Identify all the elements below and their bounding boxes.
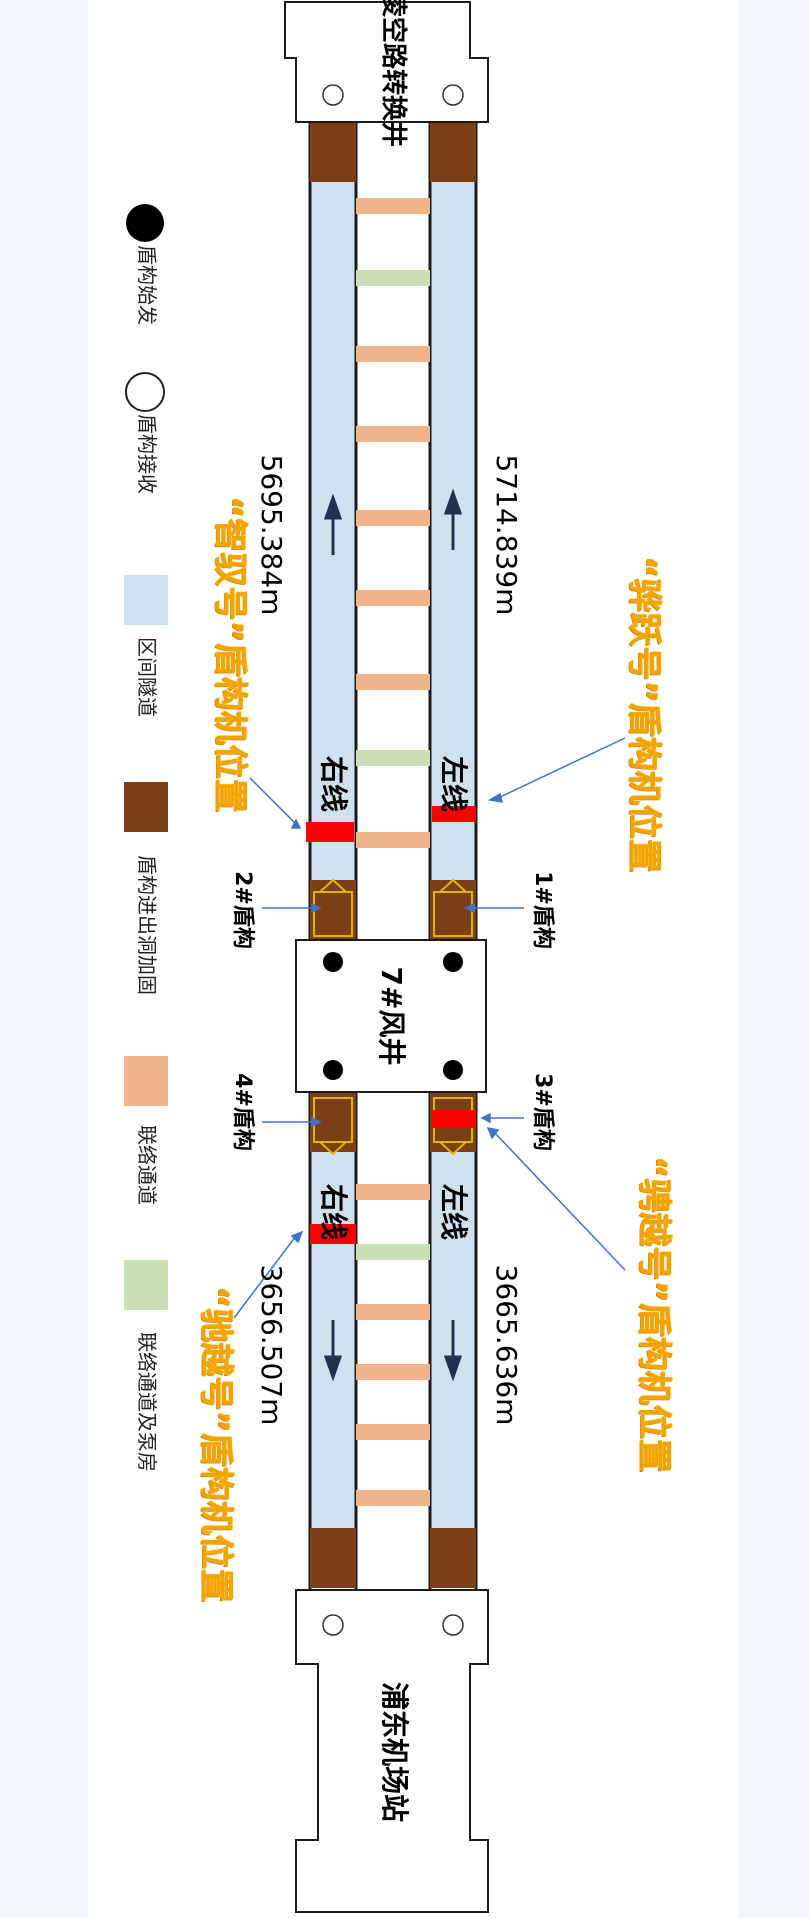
shield-3-label: 3#盾构 (530, 1073, 555, 1151)
left-line-label-lower: 左线 (437, 1183, 470, 1240)
legend-label-launch: 盾构始发 (135, 245, 159, 325)
bottom-station-name: 浦东机场站 (378, 1681, 411, 1822)
machine-label-zhiyu: “智驭号”盾构机位置 (210, 495, 250, 813)
machine-label-huayue: “骅跃号”盾构机位置 (624, 555, 664, 873)
middle-shaft-name: 7#风井 (375, 966, 408, 1066)
tunnel-walls (308, 120, 478, 1590)
legend-symbol-reinforce (124, 782, 168, 832)
length-lower-right: 3656.507m (255, 1264, 288, 1426)
left-line-label-upper: 左线 (437, 755, 470, 812)
shield-2-label: 2#盾构 (230, 871, 255, 949)
bottom-station (295, 1589, 489, 1913)
middle-shaft (295, 939, 487, 1093)
length-upper-right: 5695.384m (255, 454, 288, 616)
legend-symbols (124, 204, 168, 1310)
machine-label-chiyue: “驰越号”盾构机位置 (196, 1285, 236, 1603)
legend-label-passage: 联络通道 (135, 1125, 159, 1205)
cross-passages (356, 198, 430, 1506)
legend-label-reinforce: 盾构进出洞加固 (135, 855, 159, 995)
right-line-label-upper: 右线 (317, 755, 350, 812)
legend-symbol-launch (126, 204, 164, 242)
top-station (284, 1, 489, 123)
length-upper-left: 5714.839m (490, 454, 523, 616)
direction-arrows (323, 488, 463, 1382)
legend-symbol-pump (124, 1260, 168, 1310)
legend-label-tunnel: 区间隧道 (135, 637, 159, 717)
legend-label-pump: 联络通道及泵房 (135, 1332, 159, 1472)
shield-boxes (313, 878, 473, 1156)
legend-symbol-tunnel (124, 575, 168, 625)
length-lower-left: 3665.636m (490, 1264, 523, 1426)
machine-label-chengyue: “骋越号”盾构机位置 (634, 1155, 674, 1473)
top-station-name: 凌空路转换井 (378, 0, 408, 148)
shield-1-label: 1#盾构 (530, 871, 555, 949)
legend-symbol-receive (125, 372, 165, 412)
legend-label-receive: 盾构接收 (135, 414, 159, 494)
shield-machines (306, 806, 476, 1244)
legend-symbol-passage (124, 1056, 168, 1106)
leader-lines (233, 737, 626, 1319)
shield-4-label: 4#盾构 (230, 1073, 255, 1151)
right-line-label-lower: 右线 (317, 1183, 350, 1240)
